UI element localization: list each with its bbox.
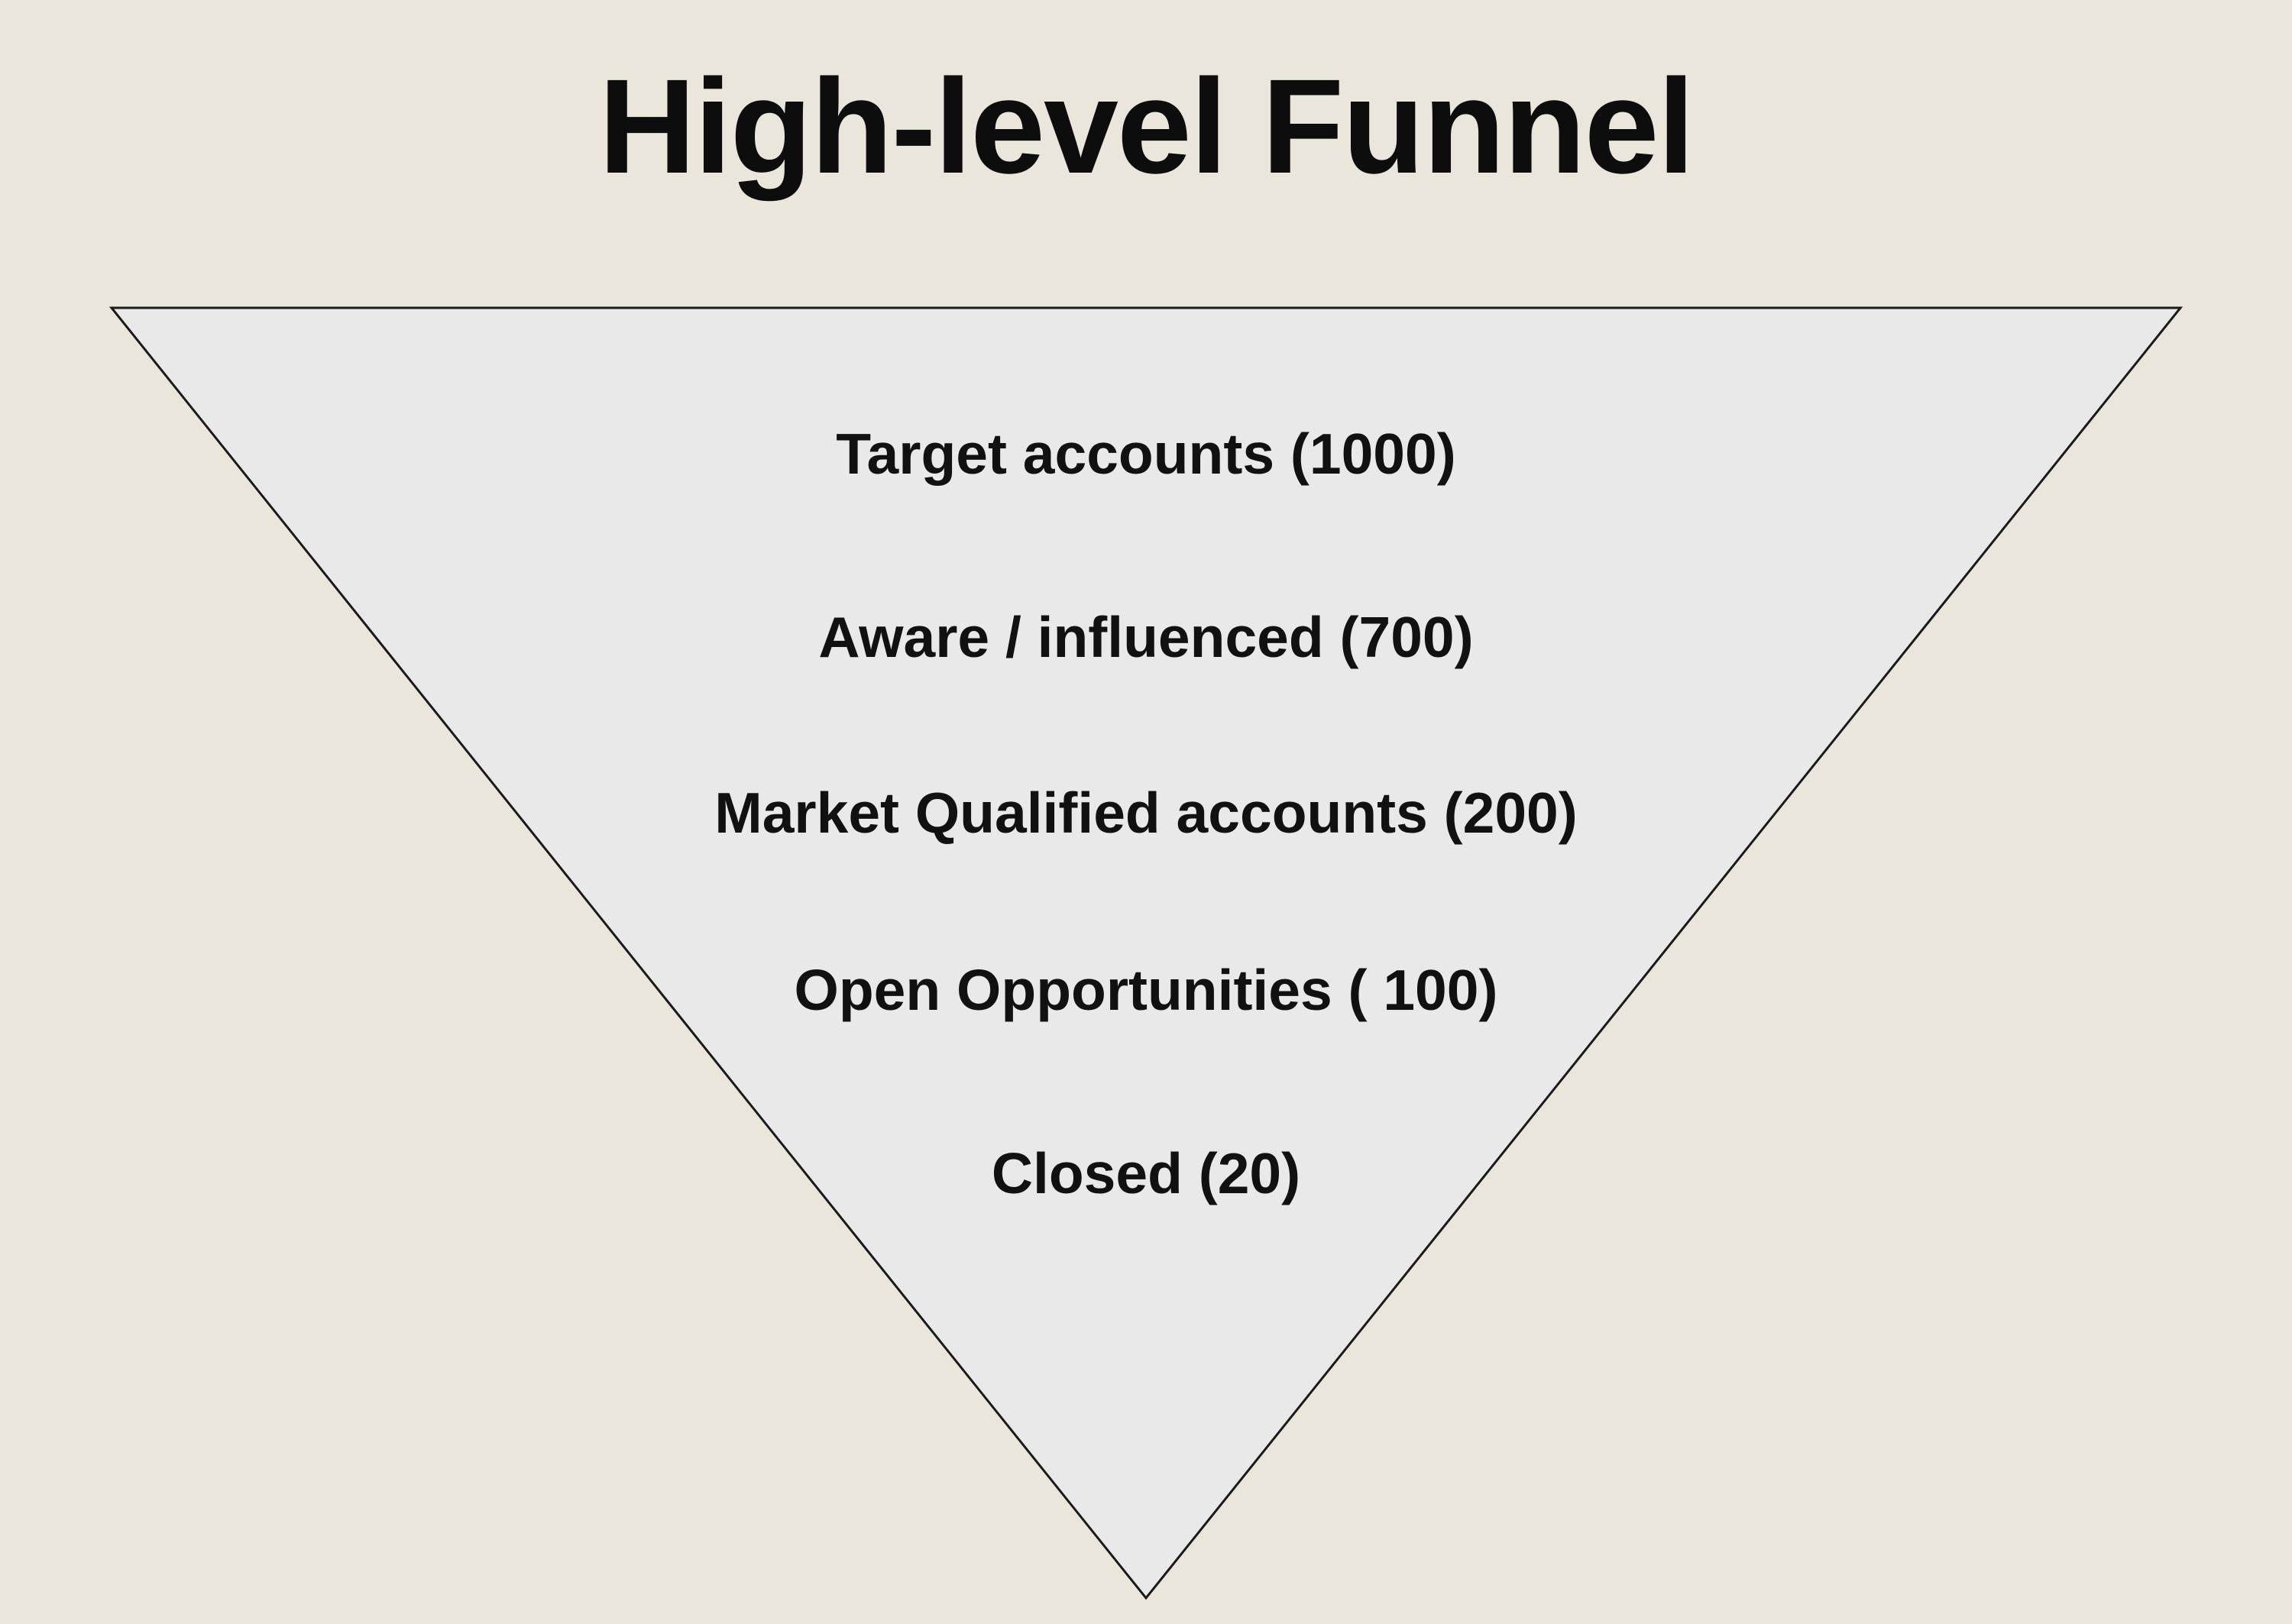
funnel-triangle — [108, 306, 2184, 1600]
funnel-stage-closed: Closed (20) — [991, 1141, 1301, 1205]
funnel-stage-open-opportunities: Open Opportunities ( 100) — [794, 958, 1498, 1022]
funnel-stage-aware-influenced: Aware / influenced (700) — [818, 605, 1474, 669]
page-title: High-level Funnel — [598, 52, 1695, 202]
funnel-stage-target-accounts: Target accounts (1000) — [836, 422, 1456, 486]
funnel-stage-market-qualified-accounts: Market Qualified accounts (200) — [714, 781, 1578, 845]
